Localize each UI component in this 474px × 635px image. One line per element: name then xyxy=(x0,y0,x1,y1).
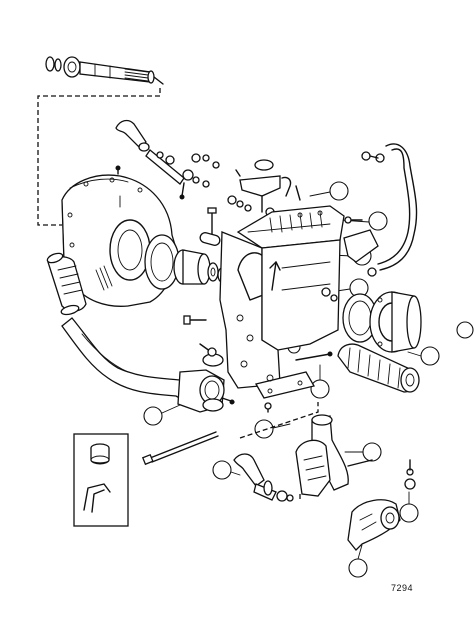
bellows xyxy=(337,343,420,393)
coupling-assembly xyxy=(144,234,234,290)
callout-circle xyxy=(212,460,232,480)
callout-circle xyxy=(399,503,419,523)
shift-fork xyxy=(295,414,373,497)
lower-elbow xyxy=(347,459,416,551)
callout-circle xyxy=(254,419,274,439)
drive-shaft xyxy=(45,56,164,85)
lower-hose xyxy=(233,453,294,502)
long-bolt xyxy=(141,431,219,466)
mounting-bracket xyxy=(183,205,345,413)
callout-circle xyxy=(348,558,368,578)
fork-dashed-lines xyxy=(239,402,319,500)
right-side-fittings xyxy=(321,143,418,302)
seal-flange xyxy=(342,291,422,353)
shift-lever xyxy=(235,159,301,217)
inset-detail-box xyxy=(73,433,129,527)
figure-number: 7294 xyxy=(391,583,414,593)
callout-circle xyxy=(310,379,330,399)
callout-circle xyxy=(420,346,440,366)
callout-circle xyxy=(143,406,163,426)
shaft-dashed-bracket xyxy=(37,88,161,226)
callout-circle xyxy=(329,181,349,201)
callout-circle xyxy=(368,211,388,231)
fittings-cluster xyxy=(115,119,244,246)
exhaust-hose-left xyxy=(46,252,87,316)
callout-circle xyxy=(362,442,382,462)
callout-circle xyxy=(456,321,474,339)
exhaust-pipe xyxy=(61,317,235,413)
